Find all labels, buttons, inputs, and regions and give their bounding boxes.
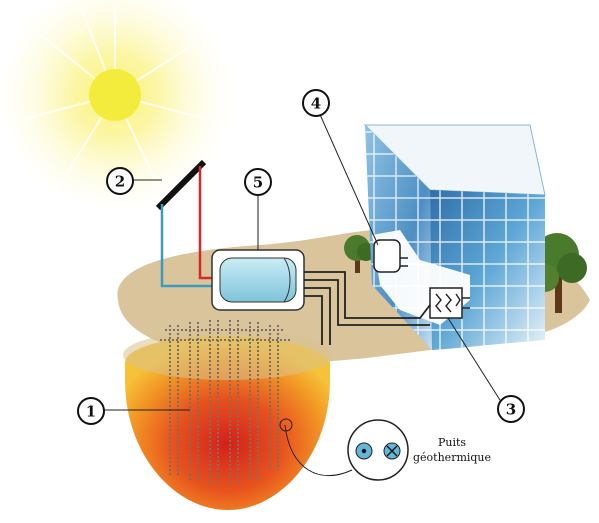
callout-5: 5 [244, 168, 272, 196]
callout-2: 2 [106, 167, 134, 195]
svg-text:1: 1 [86, 403, 96, 421]
callout-3: 3 [497, 395, 525, 423]
well-caption-line2: géothermique [413, 451, 491, 464]
solar-pipe-cold [160, 204, 218, 288]
tree-left-icon [344, 235, 375, 273]
heat-pump [429, 287, 463, 319]
well-cross-section-icon [347, 419, 409, 481]
radiator-feed-pipes [400, 257, 408, 267]
svg-text:4: 4 [311, 95, 321, 113]
solar-collector [155, 159, 207, 211]
well-caption-line1: Puits [438, 436, 466, 449]
svg-text:3: 3 [506, 401, 516, 419]
radiator [373, 239, 401, 273]
sun-icon [0, 0, 235, 215]
callout-4: 4 [302, 89, 330, 117]
well-focus-ring [279, 418, 293, 432]
leader-lines [100, 109, 506, 477]
geothermal-field [123, 320, 333, 510]
heatpump-feed-pipes [462, 297, 470, 309]
storage-tank [211, 249, 305, 311]
distribution-pipes [304, 271, 431, 345]
svg-text:5: 5 [253, 174, 263, 192]
svg-text:2: 2 [115, 173, 125, 191]
callout-1: 1 [77, 397, 105, 425]
